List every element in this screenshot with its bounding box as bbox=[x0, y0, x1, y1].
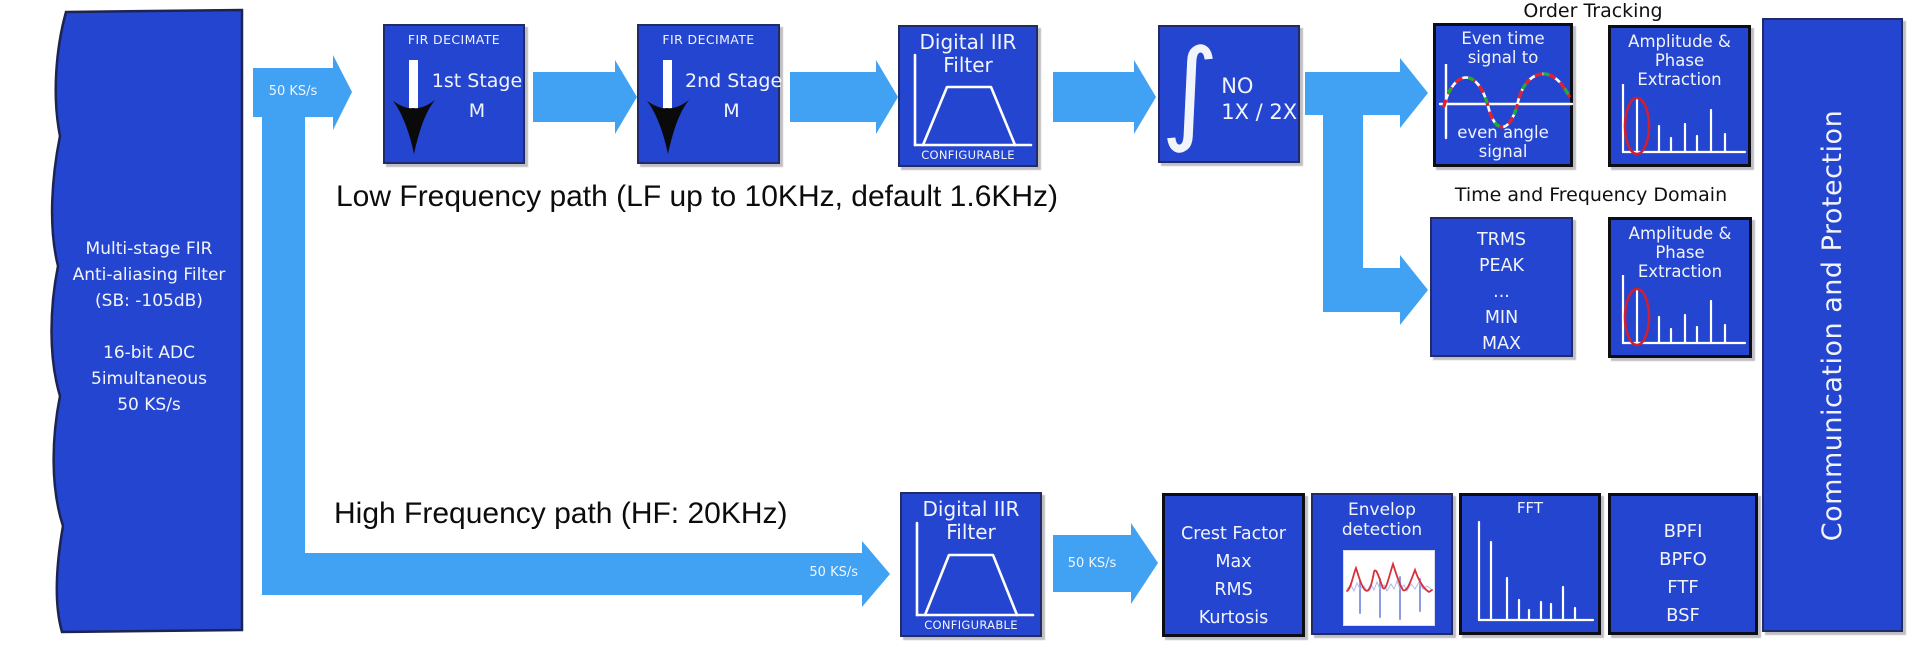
decimation-icon bbox=[647, 60, 689, 154]
amp-top-line1: Amplitude & bbox=[1628, 32, 1731, 51]
adc-block-shape bbox=[50, 8, 244, 634]
fir-decimate-2-block: FIR DECIMATE 2nd Stage M bbox=[637, 24, 783, 164]
arrow-split-bracket bbox=[1305, 58, 1428, 325]
fir1-title: 1st Stage bbox=[431, 70, 523, 92]
spectrum-peaks-icon bbox=[1621, 84, 1747, 156]
amp-top-line3: Extraction bbox=[1637, 70, 1722, 89]
crest-text: Crest Factor Max RMS Kurtosis bbox=[1165, 520, 1302, 632]
time-stats-block: TRMS PEAK ... MIN MAX bbox=[1430, 217, 1573, 357]
fir1-factor: M bbox=[468, 100, 486, 122]
iir-top-footer: CONFIGURABLE bbox=[921, 148, 1015, 162]
crest-line4: Kurtosis bbox=[1198, 608, 1269, 628]
even-time-line3: even angle bbox=[1457, 123, 1549, 142]
communication-protection-block: Communication and Protection bbox=[1762, 18, 1903, 632]
arrow-adc-to-fir1 bbox=[253, 55, 352, 130]
even-time-line1: Even time bbox=[1461, 29, 1545, 48]
adc-line-6: 50 KS/s bbox=[117, 395, 181, 415]
highlight-ellipse bbox=[1623, 287, 1651, 347]
communication-protection-label: Communication and Protection bbox=[1817, 109, 1848, 541]
integrator-text: NO 1X / 2X bbox=[1221, 73, 1297, 125]
crest-factor-block: Crest Factor Max RMS Kurtosis bbox=[1162, 493, 1305, 637]
order-tracking-heading: Order Tracking bbox=[1523, 0, 1663, 22]
integrator-line2: 1X / 2X bbox=[1221, 100, 1298, 124]
fft-title: FFT bbox=[1516, 499, 1544, 517]
amp-top-line2: Phase bbox=[1654, 51, 1705, 70]
crest-line1: Crest Factor bbox=[1181, 524, 1286, 544]
low-frequency-path-label: Low Frequency path (LF up to 10KHz, defa… bbox=[336, 180, 1059, 213]
fft-spectrum-icon bbox=[1477, 520, 1595, 622]
fir2-header: FIR DECIMATE bbox=[662, 32, 755, 47]
integrator-content: ∫ NO 1X / 2X bbox=[1160, 27, 1298, 161]
iir-top-line2: Filter bbox=[943, 53, 993, 77]
rate-label-iir-out: 50 KS/s bbox=[1067, 556, 1117, 571]
envelope-signal-icon bbox=[1346, 561, 1433, 620]
amp-phase-extraction-top-block: Amplitude & Phase Extraction bbox=[1608, 25, 1751, 167]
even-time-signal-block: Even time signal to even angle signal bbox=[1433, 23, 1574, 167]
stats-line1: TRMS bbox=[1476, 230, 1527, 250]
adc-line-5: 5imultaneous bbox=[91, 369, 207, 389]
arrow-iirbottom-to-crest bbox=[1053, 523, 1158, 604]
even-time-line4: signal bbox=[1478, 142, 1528, 161]
bearing-line4: BSF bbox=[1666, 605, 1700, 626]
adc-line-1: Multi-stage FIR bbox=[85, 239, 213, 259]
bearing-line1: BPFI bbox=[1663, 521, 1703, 542]
time-frequency-heading: Time and Frequency Domain bbox=[1454, 184, 1728, 206]
highlight-ellipse bbox=[1623, 96, 1651, 156]
fft-block: FFT bbox=[1459, 493, 1601, 635]
stats-line2: PEAK bbox=[1478, 256, 1525, 276]
bearing-line3: FTF bbox=[1667, 577, 1699, 598]
adc-line-3: (SB: -105dB) bbox=[95, 291, 203, 311]
arrow-fir1-to-fir2 bbox=[533, 60, 637, 134]
crest-line2: Max bbox=[1215, 552, 1252, 572]
adc-line-4: 16-bit ADC bbox=[103, 343, 195, 363]
bandpass-filter-icon bbox=[913, 53, 1033, 147]
iir-top-line1: Digital IIR bbox=[919, 30, 1017, 54]
adc-spacer bbox=[50, 314, 248, 340]
bearing-frequencies-block: BPFI BPFO FTF BSF bbox=[1608, 493, 1758, 635]
integral-icon: ∫ bbox=[1160, 26, 1220, 156]
fir1-header: FIR DECIMATE bbox=[407, 32, 501, 47]
crest-line3: RMS bbox=[1214, 580, 1253, 600]
iir-bottom-line2: Filter bbox=[946, 520, 996, 544]
stats-text: TRMS PEAK ... MIN MAX bbox=[1432, 227, 1571, 357]
arrow-hf-trunk bbox=[262, 117, 890, 607]
communication-protection-text: Communication and Protection bbox=[1764, 20, 1901, 630]
fir2-title: 2nd Stage bbox=[685, 70, 783, 92]
even-time-line2: signal to bbox=[1467, 48, 1539, 67]
integrator-block: ∫ NO 1X / 2X bbox=[1158, 25, 1300, 163]
adc-block-text: Multi-stage FIR Anti-aliasing Filter (SB… bbox=[50, 236, 248, 418]
digital-iir-top-block: Digital IIR Filter CONFIGURABLE bbox=[898, 25, 1038, 167]
envelope-plot-frame bbox=[1343, 550, 1435, 626]
rate-label-adc-out: 50 KS/s bbox=[268, 84, 318, 99]
adc-antialias-block: Multi-stage FIR Anti-aliasing Filter (SB… bbox=[36, 8, 248, 636]
stats-line4: MIN bbox=[1484, 308, 1519, 328]
digital-iir-bottom-block: Digital IIR Filter CONFIGURABLE bbox=[900, 492, 1042, 637]
high-frequency-path-label: High Frequency path (HF: 20KHz) bbox=[334, 497, 788, 530]
bandpass-filter-icon bbox=[915, 521, 1035, 617]
adc-line-2: Anti-aliasing Filter bbox=[72, 265, 226, 285]
fir2-factor: M bbox=[723, 100, 740, 122]
envelope-detection-block: Envelop detection bbox=[1311, 493, 1453, 635]
iir-bottom-footer: CONFIGURABLE bbox=[924, 618, 1018, 632]
bearing-line2: BPFO bbox=[1659, 549, 1707, 570]
arrow-fir2-to-iir bbox=[790, 60, 898, 134]
sine-wave-icon bbox=[1438, 64, 1574, 140]
amp-phase-extraction-mid-block: Amplitude & Phase Extraction bbox=[1608, 217, 1752, 358]
envelope-line1: Envelop bbox=[1348, 500, 1416, 520]
spectrum-peaks-icon bbox=[1621, 275, 1747, 347]
iir-bottom-line1: Digital IIR bbox=[922, 497, 1020, 521]
amp-mid-line3: Extraction bbox=[1637, 262, 1723, 281]
stats-line3: ... bbox=[1493, 282, 1510, 302]
arrow-iir-to-integrator bbox=[1053, 60, 1156, 134]
fir-decimate-1-block: FIR DECIMATE 1st Stage M bbox=[383, 24, 525, 164]
decimation-icon bbox=[393, 60, 435, 154]
amp-mid-line2: Phase bbox=[1655, 243, 1705, 262]
rate-label-hf-out: 50 KS/s bbox=[809, 565, 858, 580]
amp-mid-line1: Amplitude & bbox=[1628, 224, 1732, 243]
integrator-line1: NO bbox=[1221, 74, 1254, 98]
envelope-line2: detection bbox=[1341, 520, 1423, 540]
bearing-text: BPFI BPFO FTF BSF bbox=[1611, 518, 1755, 630]
stats-line5: MAX bbox=[1481, 334, 1522, 354]
